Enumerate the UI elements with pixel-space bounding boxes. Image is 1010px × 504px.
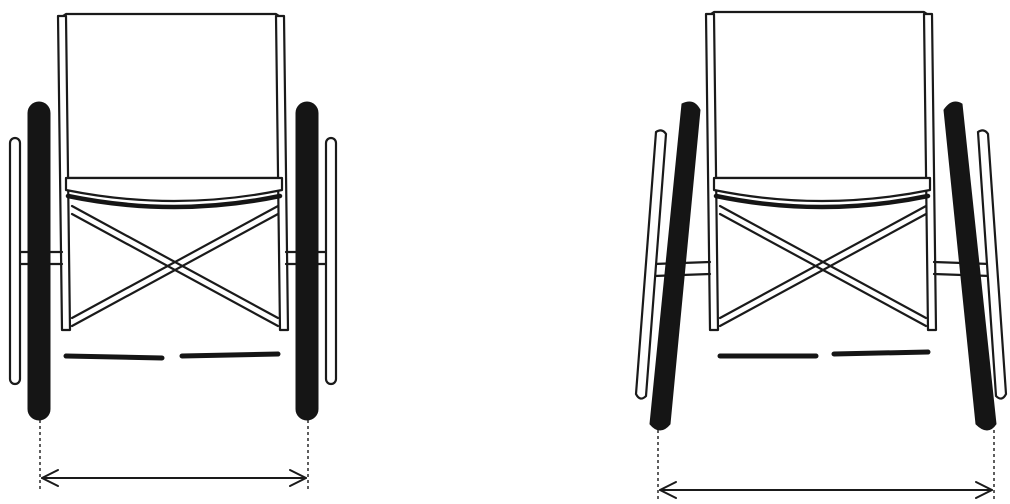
frame-post-right <box>274 14 290 332</box>
wheel-left <box>27 101 51 421</box>
wheel-right <box>943 101 997 431</box>
footrest-right <box>179 351 281 359</box>
wheelchair-cambered <box>634 10 1008 500</box>
wheel-right <box>295 101 319 421</box>
cross-brace <box>70 204 280 328</box>
handrim-left <box>634 129 668 400</box>
frame-post-right <box>922 12 938 332</box>
handrim-left <box>8 136 22 386</box>
wheelbase-arrow-upright <box>41 469 307 487</box>
wheel-left <box>649 101 701 431</box>
frame-post-left <box>704 12 720 332</box>
footrest-left <box>63 353 165 361</box>
backrest <box>706 10 932 180</box>
footrest-right <box>831 349 931 357</box>
seat <box>64 176 284 203</box>
backrest <box>58 12 284 180</box>
handrim-right <box>976 129 1008 400</box>
wheelchair-upright <box>8 12 338 492</box>
seat <box>712 176 932 203</box>
seat-edge <box>65 193 283 210</box>
seat-edge <box>713 193 931 210</box>
cross-brace <box>718 204 928 328</box>
handrim-right <box>324 136 338 386</box>
wheelbase-arrow-cambered <box>659 481 993 499</box>
